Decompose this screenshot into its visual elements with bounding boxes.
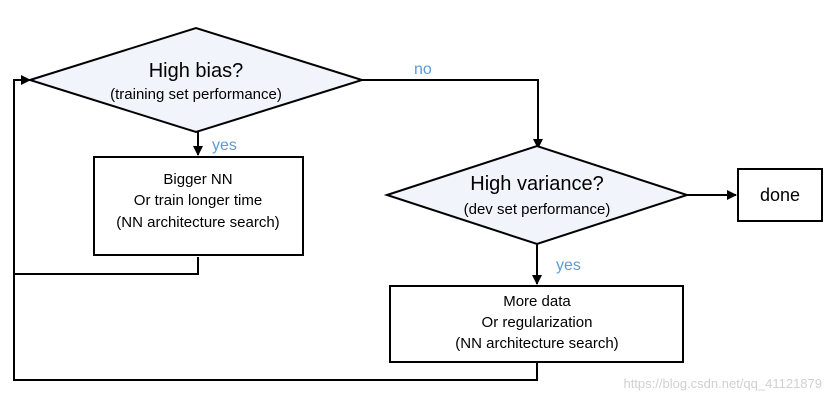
action-variance-box xyxy=(389,285,684,363)
decision-high-bias-subtitle: (training set performance) xyxy=(110,86,282,103)
action-variance-line2: Or regularization xyxy=(482,314,593,331)
edge-label-bias-no: no xyxy=(414,61,432,78)
action-bias-line2: Or train longer time xyxy=(134,192,262,209)
action-bias-line1: Bigger NN xyxy=(163,171,232,188)
action-bias-box xyxy=(93,156,304,256)
decision-high-variance xyxy=(383,144,691,246)
done-label: done xyxy=(760,185,800,205)
decision-high-variance-subtitle: (dev set performance) xyxy=(464,201,611,218)
done-box xyxy=(737,168,823,222)
connector-bias-no-to-variance xyxy=(360,79,543,149)
decision-high-variance-title: High variance? xyxy=(470,173,603,195)
watermark-url: https://blog.csdn.net/qq_41121879 xyxy=(623,376,822,391)
edge-label-variance-yes: yes xyxy=(556,257,581,274)
action-variance-line1: More data xyxy=(503,293,571,310)
action-bias-line3: (NN architecture search) xyxy=(116,214,279,231)
action-variance-line3: (NN architecture search) xyxy=(455,335,618,352)
decision-high-bias-title: High bias? xyxy=(149,60,244,82)
edge-label-bias-yes: yes xyxy=(212,137,237,154)
decision-high-bias xyxy=(26,26,366,134)
connector-box-variance-loop-back xyxy=(13,274,538,381)
